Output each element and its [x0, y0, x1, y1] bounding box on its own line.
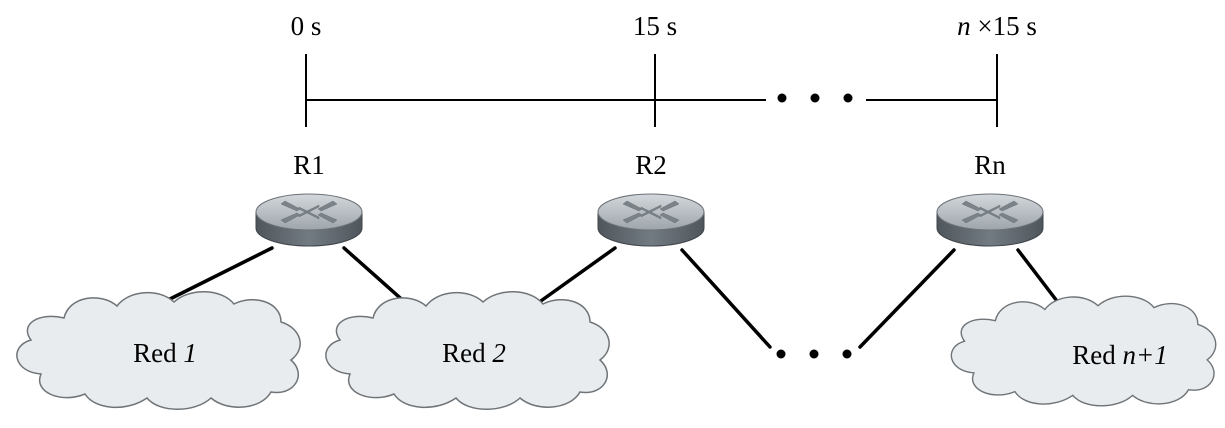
- router-icon: [936, 193, 1044, 247]
- router-label: R2: [635, 150, 667, 180]
- network-ellipsis-dot: [809, 349, 819, 359]
- timeline-ellipsis-dot: [810, 93, 820, 103]
- timeline-label-1: 15 s: [633, 11, 677, 41]
- router-label: Rn: [974, 150, 1006, 180]
- network-label-prefix: Red: [442, 338, 492, 368]
- timeline-label-n: n ×15 s: [957, 11, 1037, 41]
- router-icon: [597, 193, 705, 247]
- network-label-index: 2: [492, 338, 506, 368]
- timeline-ellipsis-dot: [843, 93, 853, 103]
- router-rn: Rn: [936, 150, 1044, 247]
- network-cloud-2: Red 2: [325, 290, 610, 410]
- network-label: Red 2: [442, 338, 506, 368]
- timeline-label-n-rest: ×15 s: [971, 11, 1037, 41]
- link-ellipsis-rn: [858, 248, 956, 349]
- link-rn-rednplus1: [1016, 248, 1062, 307]
- timeline-label-0: 0 s: [291, 11, 322, 41]
- network-cloud-1: Red 1: [16, 290, 301, 410]
- timeline-label-n-italic: n: [957, 11, 971, 41]
- router-label: R1: [293, 150, 325, 180]
- link-r2-red2: [536, 246, 617, 305]
- link-r1-red1: [166, 246, 274, 302]
- network-label-prefix: Red: [133, 338, 183, 368]
- network-label-index: n+1: [1123, 340, 1168, 370]
- network-ellipsis-dot: [842, 349, 852, 359]
- network-ellipsis-dot: [776, 349, 786, 359]
- network-label: Red n+1: [1072, 340, 1167, 370]
- network-label: Red 1: [133, 338, 197, 368]
- network-ellipsis: [776, 349, 852, 359]
- router-icon: [255, 193, 363, 247]
- link-r2-ellipsis: [680, 248, 772, 349]
- network-label-prefix: Red: [1072, 340, 1122, 370]
- links: [166, 246, 1062, 349]
- timeline: 0 s 15 s n ×15 s: [291, 11, 1037, 127]
- router-r2: R2: [597, 150, 705, 247]
- network-label-index: 1: [183, 338, 197, 368]
- network-cloud-n1: Red n+1: [950, 295, 1217, 407]
- timeline-ellipsis-dot: [777, 93, 787, 103]
- timeline-ellipsis: [777, 93, 853, 103]
- router-r1: R1: [255, 150, 363, 247]
